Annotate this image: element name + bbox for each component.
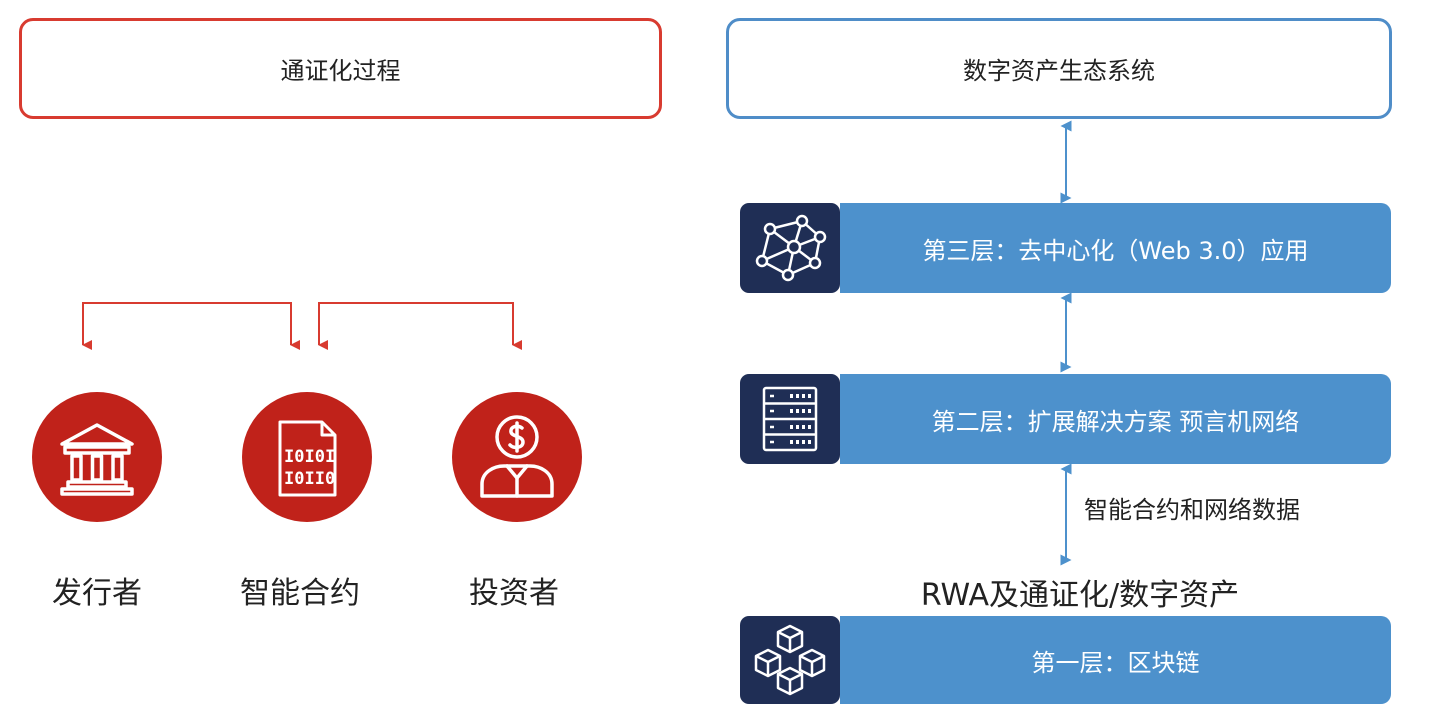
layer2-label: 第二层：扩展解决方案 预言机网络 (931, 407, 1300, 436)
smart-contract-label: 智能合约 (240, 576, 360, 611)
binary-document-icon: I0I0I I0II0 (278, 420, 337, 497)
layer3-label: 第三层：去中心化（Web 3.0）应用 (922, 236, 1309, 265)
digital-asset-ecosystem-title: 数字资产生态系统 (726, 18, 1392, 119)
svg-text:I0I0I: I0I0I (284, 447, 335, 467)
contract-investor-arrow (318, 302, 522, 350)
investor-dollar-icon (480, 415, 554, 498)
server-rack-icon (762, 386, 818, 452)
issuer-circle (32, 392, 162, 522)
issuer-contract-arrow (82, 302, 300, 350)
layer2-icon-box (740, 374, 840, 464)
investor-label: 投资者 (469, 576, 559, 611)
blocks-cubes-icon (754, 624, 826, 696)
layer1-label: 第一层：区块链 (1031, 648, 1200, 677)
network-nodes-icon (755, 214, 827, 282)
bank-icon (60, 423, 134, 496)
issuer-label: 发行者 (52, 576, 142, 611)
layer1-bar: 第一层：区块链 (840, 616, 1391, 704)
layer3-bar: 第三层：去中心化（Web 3.0）应用 (840, 203, 1391, 293)
tokenization-process-title-text: 通证化过程 (280, 57, 401, 85)
digital-asset-ecosystem-title-text: 数字资产生态系统 (963, 57, 1155, 85)
smart-contract-network-data-label: 智能合约和网络数据 (1084, 496, 1300, 524)
tokenization-process-title: 通证化过程 (19, 18, 662, 119)
layer2-bar: 第二层：扩展解决方案 预言机网络 (840, 374, 1391, 464)
investor-circle (452, 392, 582, 522)
layer3-icon-box (740, 203, 840, 293)
layer1-icon-box (740, 616, 840, 704)
smart-contract-circle: I0I0I I0II0 (242, 392, 372, 522)
rwa-digital-assets-label: RWA及通证化/数字资产 (920, 578, 1240, 613)
svg-text:I0II0: I0II0 (284, 469, 335, 489)
